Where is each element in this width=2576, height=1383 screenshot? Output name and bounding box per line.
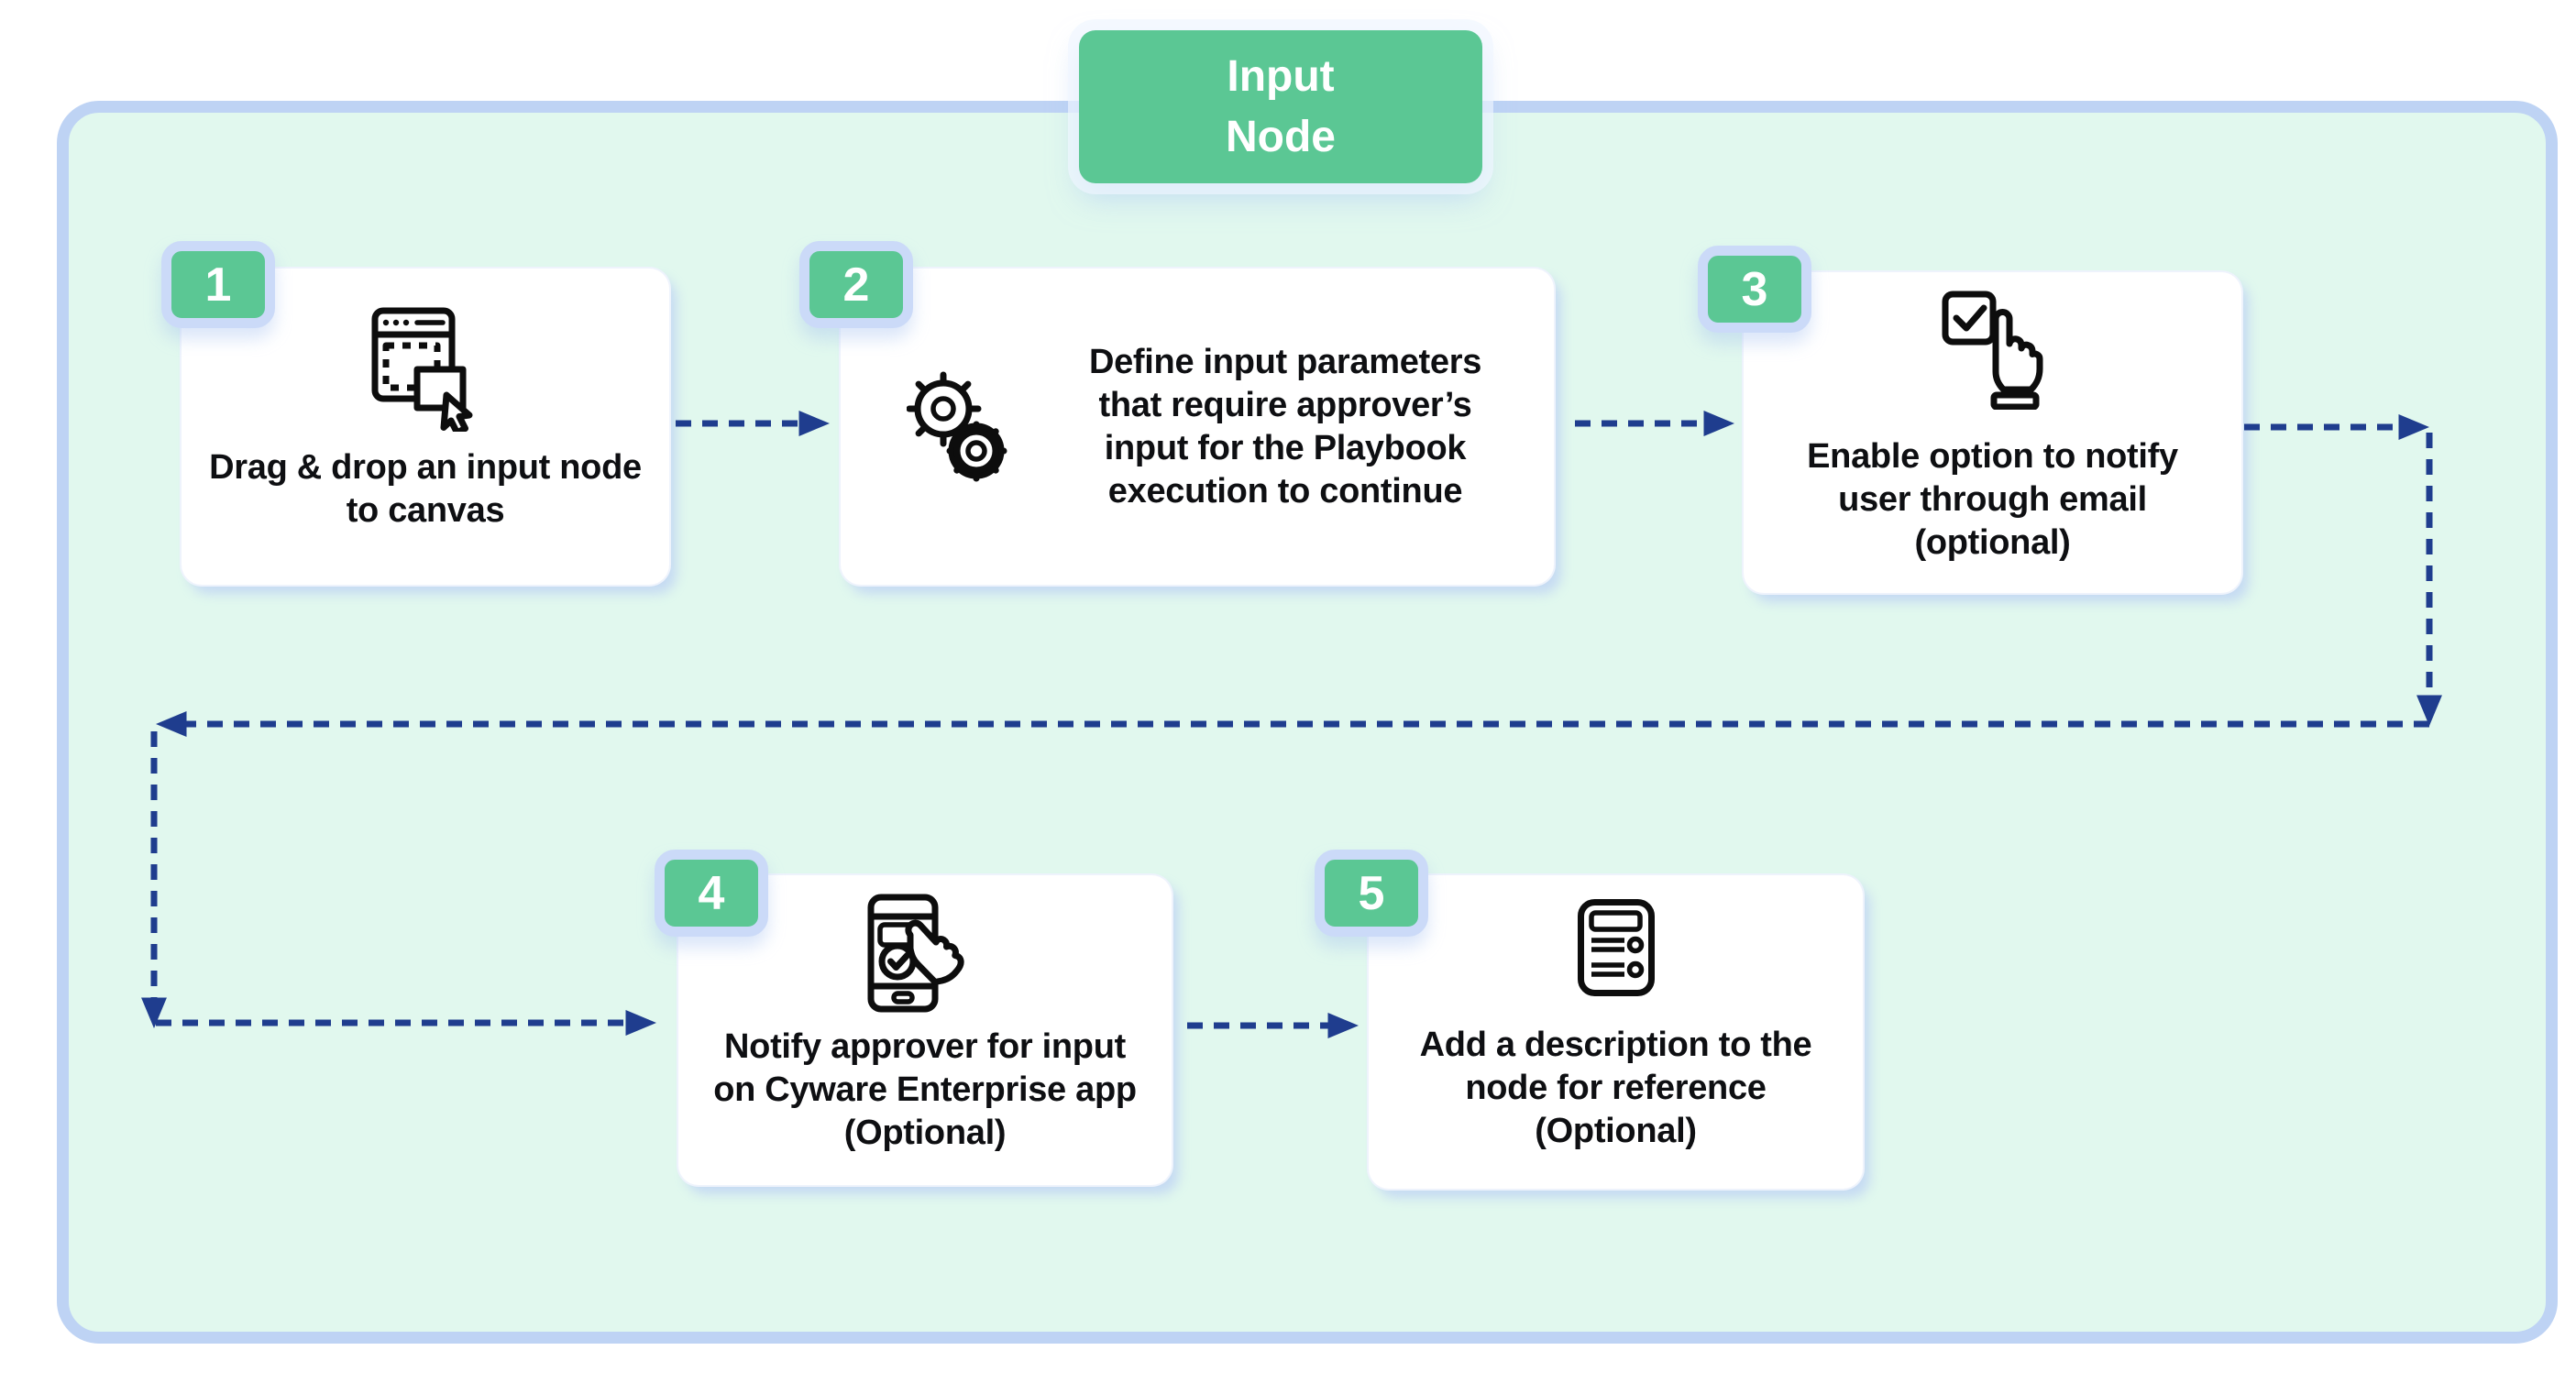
step-badge-5: 5 xyxy=(1315,850,1428,937)
step-number: 4 xyxy=(698,866,725,920)
header-input-node: Input Node xyxy=(1079,30,1482,183)
mobile-approve-icon xyxy=(867,894,964,1013)
step-badge-3: 3 xyxy=(1698,246,1811,333)
step-label: Enable option to notify user through ema… xyxy=(1807,437,2178,562)
step-card-5: Add a description to the node for refere… xyxy=(1369,875,1863,1189)
step-badge-2: 2 xyxy=(799,241,913,328)
step-card-2: Define input parameters that require app… xyxy=(841,269,1554,585)
page-title: Input Node xyxy=(1226,51,1336,161)
step-number: 5 xyxy=(1358,866,1385,920)
description-icon xyxy=(1577,899,1655,996)
step-badge-1: 1 xyxy=(161,241,275,328)
checkbox-tap-icon xyxy=(1942,291,2042,410)
drag-drop-icon xyxy=(371,307,473,432)
step-badge-4: 4 xyxy=(655,850,768,937)
step-label: Notify approver for input on Cyware Ente… xyxy=(713,1027,1137,1152)
step-label: Add a description to the node for refere… xyxy=(1419,1026,1812,1150)
step-number: 2 xyxy=(842,258,870,312)
step-label: Drag & drop an input node to canvas xyxy=(209,448,642,530)
step-number: 1 xyxy=(204,258,232,312)
step-number: 3 xyxy=(1741,262,1768,316)
step-label: Define input parameters that require app… xyxy=(1088,342,1482,510)
gears-icon xyxy=(907,371,1007,481)
step-card-3: Enable option to notify user through ema… xyxy=(1744,272,2241,593)
